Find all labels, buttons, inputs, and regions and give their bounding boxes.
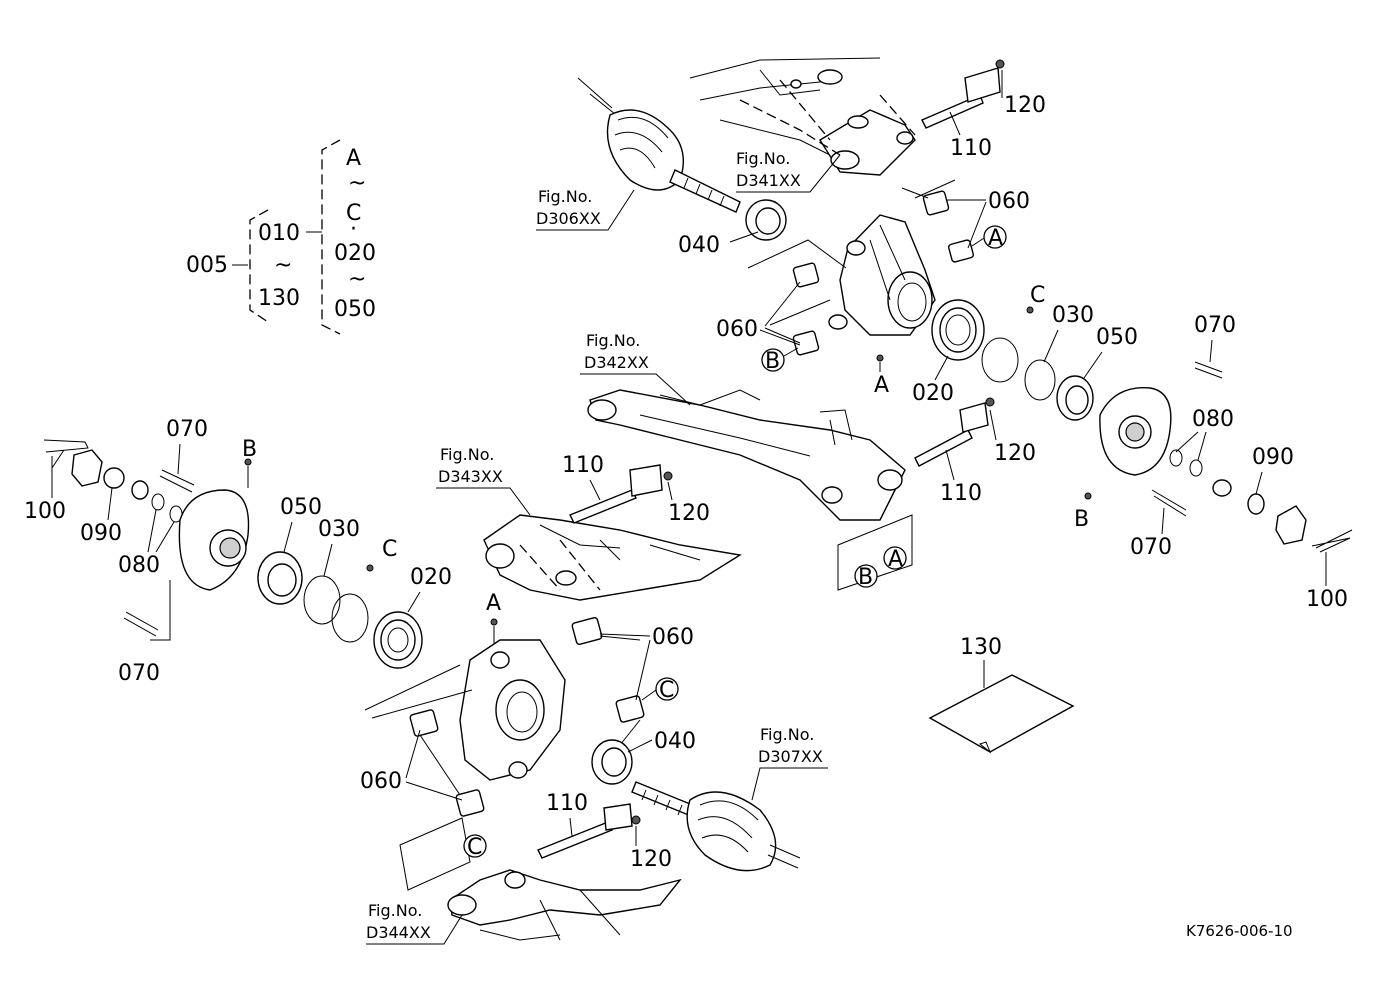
- fig-d307-line1: Fig.No.: [760, 725, 814, 744]
- fig-d344-line2: D344XX: [366, 923, 431, 942]
- drawing-code: K7626-006-10: [1186, 922, 1293, 940]
- callout-090-right: 090: [1252, 445, 1294, 470]
- fig-d343-line1: Fig.No.: [440, 445, 494, 464]
- lower-assembly: [43, 439, 1075, 941]
- callout-030-left: 030: [318, 517, 360, 542]
- hierarchy-legend: 005 010 ~ 130 A ~ C · 020 ~ 050: [186, 139, 376, 335]
- fig-d344-line1: Fig.No.: [368, 901, 422, 920]
- marker-B-mid: B: [858, 565, 873, 590]
- legend-C: C: [346, 201, 361, 226]
- legend-050: 050: [334, 297, 376, 322]
- callout-080-left: 080: [118, 553, 160, 578]
- fig-d341-line1: Fig.No.: [736, 149, 790, 168]
- callout-060-left-bottom: 060: [360, 769, 402, 794]
- legend-tilde-1: ~: [274, 253, 292, 278]
- marker-C-mid: C: [659, 678, 674, 703]
- callout-120-bottom: 120: [630, 847, 672, 872]
- fig-d342-line2: D342XX: [584, 353, 649, 372]
- callout-050-left: 050: [280, 495, 322, 520]
- marker-C-bottom: C: [467, 835, 482, 860]
- callout-060-mid: 060: [716, 317, 758, 342]
- callout-020-left: 020: [410, 565, 452, 590]
- callout-120-left: 120: [668, 501, 710, 526]
- legend-130: 130: [258, 286, 300, 311]
- fig-d341-line2: D341XX: [736, 171, 801, 190]
- marker-C-left: C: [382, 537, 397, 562]
- callout-060-top: 060: [988, 189, 1030, 214]
- callout-070-right-top: 070: [1194, 313, 1236, 338]
- legend-tilde-2: ~: [348, 171, 366, 196]
- marker-A-lower: A: [888, 547, 903, 572]
- marker-B-right: B: [1074, 507, 1089, 532]
- legend-A: A: [346, 146, 361, 171]
- callout-070-left-bottom: 070: [118, 661, 160, 686]
- callout-040-top: 040: [678, 233, 720, 258]
- callout-110-top: 110: [950, 136, 992, 161]
- fig-d307-line2: D307XX: [758, 747, 823, 766]
- marker-A-mid: A: [874, 373, 889, 398]
- fig-d306-line2: D306XX: [536, 209, 601, 228]
- callout-020-right: 020: [912, 381, 954, 406]
- fig-d343-line2: D343XX: [438, 467, 503, 486]
- fig-d342-line1: Fig.No.: [586, 331, 640, 350]
- callout-090-left: 090: [80, 521, 122, 546]
- callout-070-left-top: 070: [166, 417, 208, 442]
- callout-060-left-top: 060: [652, 625, 694, 650]
- callout-030-right: 030: [1052, 303, 1094, 328]
- callout-080-right: 080: [1192, 407, 1234, 432]
- callout-120-top: 120: [1004, 93, 1046, 118]
- upper-assembly: [577, 57, 1353, 591]
- callout-100-left: 100: [24, 499, 66, 524]
- legend-tilde-3: ~: [348, 267, 366, 292]
- legend-root: 005: [186, 253, 228, 278]
- callout-110-left: 110: [562, 453, 604, 478]
- marker-C-top: C: [1030, 283, 1045, 308]
- callout-050-right: 050: [1096, 325, 1138, 350]
- letter-markers: A B C A B A B B C A C C: [242, 225, 1092, 860]
- marker-A-top: A: [988, 226, 1003, 251]
- fig-d306-line1: Fig.No.: [538, 187, 592, 206]
- callout-040-left: 040: [654, 729, 696, 754]
- marker-B-top: B: [765, 349, 780, 374]
- callout-130: 130: [960, 635, 1002, 660]
- fig-refs: Fig.No. D306XX Fig.No. D341XX Fig.No. D3…: [366, 149, 841, 945]
- callouts: 120 110 060 040 060 020 030 050 070 080 …: [24, 70, 1348, 872]
- legend-010: 010: [258, 221, 300, 246]
- callout-070-right-bottom: 070: [1130, 535, 1172, 560]
- callout-110-mid: 110: [940, 481, 982, 506]
- marker-A-left: A: [486, 591, 501, 616]
- legend-020: 020: [334, 241, 376, 266]
- callout-100-right: 100: [1306, 587, 1348, 612]
- callout-110-bottom: 110: [546, 791, 588, 816]
- marker-B-left: B: [242, 437, 257, 462]
- callout-120-mid: 120: [994, 441, 1036, 466]
- legend-dot: ·: [350, 217, 357, 242]
